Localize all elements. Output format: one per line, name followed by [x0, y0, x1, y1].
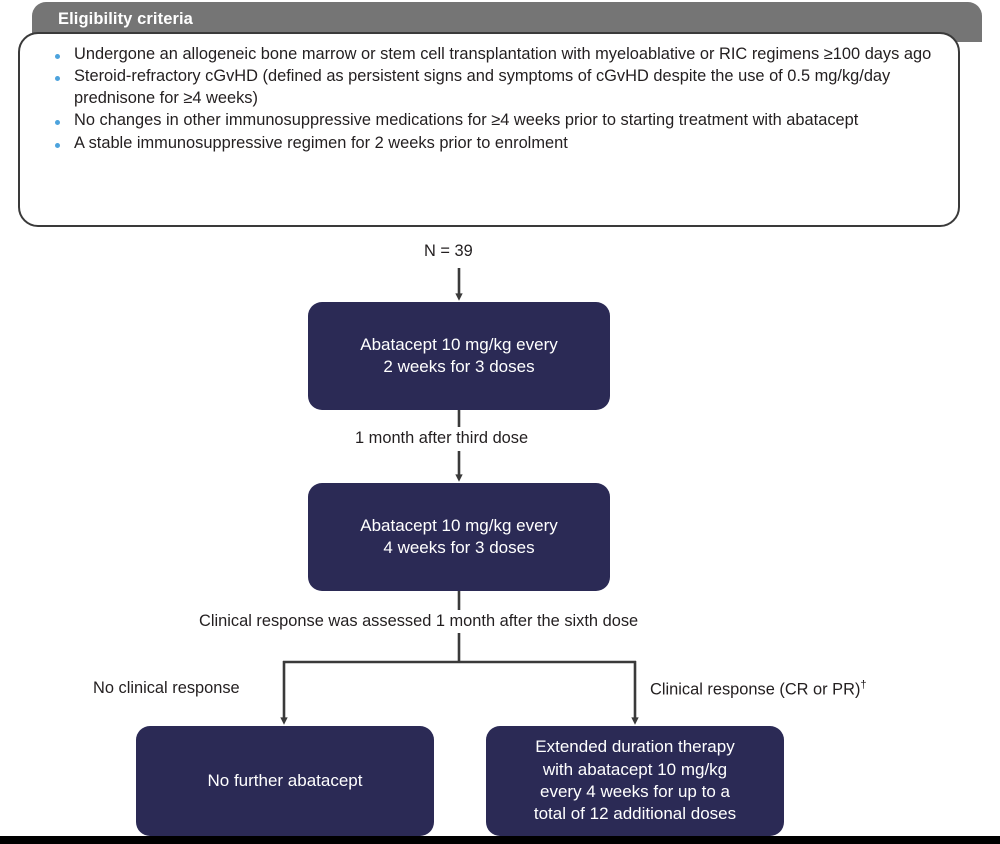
criteria-text: Steroid-refractory cGvHD (defined as per…	[74, 67, 891, 107]
list-item: Undergone an allogeneic bone marrow or s…	[38, 44, 942, 65]
enrolment-label: N = 39	[424, 242, 473, 260]
branch-left-label: No clinical response	[93, 679, 240, 697]
branch-right-label: Clinical response (CR or PR)†	[650, 679, 867, 700]
list-item: No changes in other immunosuppressive me…	[38, 110, 942, 131]
node-dose-2: Abatacept 10 mg/kg every 4 weeks for 3 d…	[308, 483, 610, 591]
node-extended-line-2: with abatacept 10 mg/kg	[542, 759, 728, 779]
assessment-label: Clinical response was assessed 1 month a…	[199, 612, 639, 630]
bullet-icon	[55, 120, 60, 126]
node-extended-line-4: total of 12 additional doses	[533, 804, 737, 824]
eligibility-criteria-body: Undergone an allogeneic bone marrow or s…	[18, 32, 960, 227]
bullet-icon	[55, 76, 60, 82]
node-extended-line-1: Extended duration therapy	[535, 737, 735, 757]
criteria-text: Undergone an allogeneic bone marrow or s…	[74, 45, 932, 63]
node-dose-1-line-2: 2 weeks for 3 doses	[383, 357, 535, 376]
node-dose-1: Abatacept 10 mg/kg every 2 weeks for 3 d…	[308, 302, 610, 410]
eligibility-criteria-panel: Eligibility criteria Undergone an alloge…	[18, 2, 982, 230]
node-extended-line-3: every 4 weeks for up to a	[540, 782, 730, 801]
eligibility-criteria-title: Eligibility criteria	[58, 10, 193, 28]
node-dose-1-line-1: Abatacept 10 mg/kg every	[360, 334, 558, 354]
node-no-further-abatacept: No further abatacept	[136, 726, 434, 836]
page-bottom-bar	[0, 836, 1000, 844]
bullet-icon	[55, 142, 60, 148]
bullet-icon	[55, 53, 60, 59]
list-item: Steroid-refractory cGvHD (defined as per…	[38, 66, 942, 109]
eligibility-criteria-list: Undergone an allogeneic bone marrow or s…	[38, 44, 942, 154]
criteria-text: No changes in other immunosuppressive me…	[74, 111, 859, 130]
branch-right-text: Clinical response (CR or PR)	[650, 680, 861, 699]
node-no-further-text: No further abatacept	[207, 770, 363, 790]
footnote-marker-icon: †	[860, 679, 867, 691]
node-extended-duration: Extended duration therapy with abatacept…	[486, 726, 784, 836]
interval-label: 1 month after third dose	[355, 429, 529, 447]
criteria-text: A stable immunosuppressive regimen for 2…	[74, 133, 568, 152]
node-dose-2-line-1: Abatacept 10 mg/kg every	[360, 515, 558, 535]
list-item: A stable immunosuppressive regimen for 2…	[38, 133, 942, 154]
node-dose-2-line-2: 4 weeks for 3 doses	[383, 538, 535, 557]
